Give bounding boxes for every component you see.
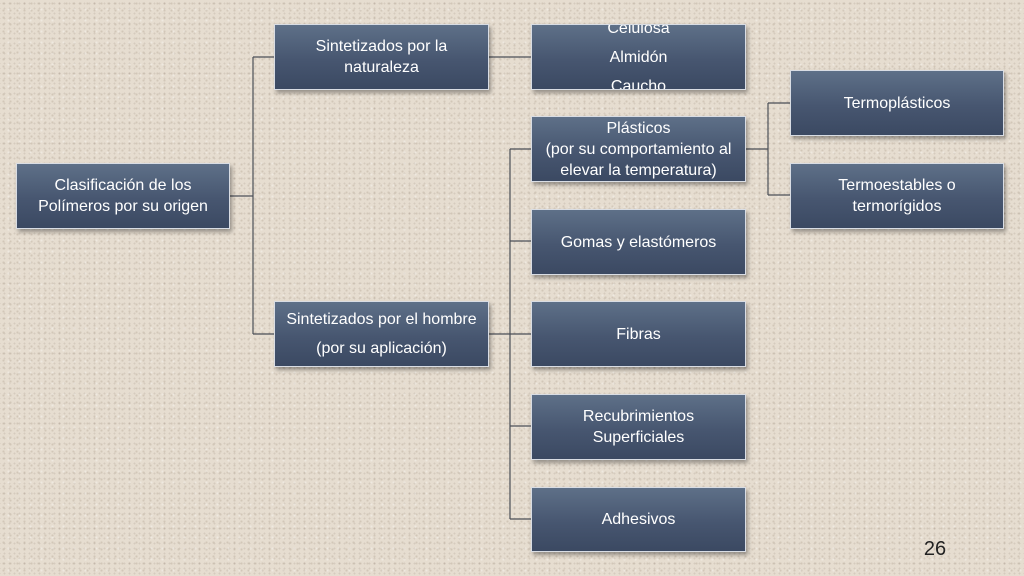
recubrimientos-node: Recubrimientos Superficiales [531,394,746,460]
termoestables-node: Termoestables o termorígidos [790,163,1004,229]
termoplasticos-node: Termoplásticos [790,70,1004,136]
termoplasticos-label: Termoplásticos [843,94,951,112]
adhesivos-node: Adhesivos [531,487,746,552]
human-line-2: (por su aplicación) [316,340,447,357]
root-line-2: Polímeros por su origen [38,198,208,215]
natural-node: Sintetizados por la naturaleza [274,24,489,90]
example-celulosa: Celulosa [607,24,670,37]
plasticos-line-2: (por su comportamiento al [545,140,732,158]
natural-line-1: Sintetizados por la [315,38,448,55]
termoestables-line-2: termorígidos [852,198,942,215]
page-number: 26 [923,538,947,560]
human-node: Sintetizados por el hombre (por su aplic… [274,301,489,367]
example-caucho: Caucho [610,77,667,90]
plasticos-line-3: elevar la temperatura) [560,161,717,179]
connector-root [230,56,274,335]
fibras-node: Fibras [531,301,746,367]
example-almidon: Almidón [609,48,668,66]
natural-line-2: naturaleza [344,59,419,76]
gomas-label: Gomas y elastómeros [560,233,717,251]
recubrimientos-line-1: Recubrimientos [582,408,695,425]
natural-examples-node: Celulosa Almidón Caucho [531,24,746,90]
plasticos-line-1: Plásticos [606,119,671,137]
connector-plasticos [746,102,790,196]
root-node: Clasificación de los Polímeros por su or… [16,163,230,229]
recubrimientos-line-2: Superficiales [592,429,685,446]
plasticos-node: Plásticos (por su comportamiento al elev… [531,116,746,182]
fibras-label: Fibras [616,325,661,343]
connector-human [489,148,531,520]
termoestables-line-1: Termoestables o [838,177,956,194]
adhesivos-label: Adhesivos [601,511,676,528]
root-line-1: Clasificación de los [54,177,192,194]
human-line-1: Sintetizados por el hombre [286,311,477,328]
gomas-node: Gomas y elastómeros [531,209,746,275]
